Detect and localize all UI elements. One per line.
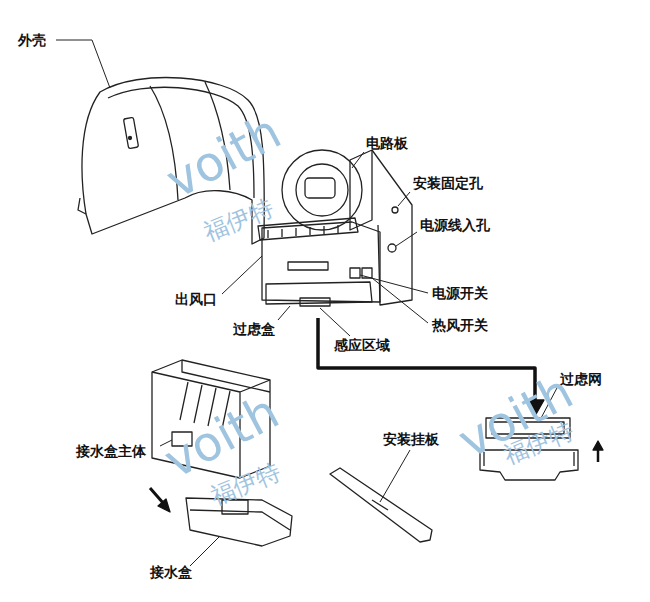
shell-foot (78, 198, 86, 214)
leader-line (56, 40, 110, 88)
mount-hole (392, 207, 398, 213)
part-label: 安装挂板 (383, 432, 439, 447)
leader-line (396, 232, 417, 246)
leader-line (360, 275, 428, 293)
watermark: voith (159, 106, 288, 205)
up-arrow-head (593, 441, 603, 450)
down-arrow (150, 488, 164, 504)
shell-window (123, 117, 138, 148)
main-body (262, 222, 380, 302)
leader-line (222, 256, 262, 294)
part-label: 外壳 (18, 33, 46, 48)
leader-line (380, 450, 410, 502)
leader-line (372, 278, 428, 323)
part-label: 出风口 (175, 292, 217, 307)
blower-inner (296, 164, 348, 216)
water-box-top (182, 360, 270, 392)
watermark: 福伊特 (201, 196, 277, 245)
water-box (186, 498, 292, 546)
part-label: 接水盒 (150, 565, 192, 580)
cable-hole (388, 244, 396, 252)
mounting-plate (372, 150, 412, 305)
leader-line (190, 536, 220, 566)
leader-line (398, 192, 410, 206)
power-switch (350, 268, 360, 278)
part-label: 电源线入孔 (420, 218, 490, 233)
part-label: 电路板 (366, 136, 408, 151)
assembly-arrow (318, 318, 535, 402)
part-label: 接水盒主体 (76, 444, 146, 459)
filter-box (266, 282, 372, 304)
sensor-window (300, 298, 330, 306)
leader-line (320, 308, 350, 336)
shell-dot (129, 137, 132, 140)
water-box-rim (190, 510, 290, 530)
air-outlet (258, 218, 358, 240)
part-label: 感应区域 (334, 338, 390, 353)
part-label: 安装固定孔 (413, 176, 483, 191)
leader-line (352, 152, 364, 168)
panel-slot (288, 262, 328, 270)
blower-outlet (305, 178, 335, 198)
part-label: 电源开关 (432, 286, 488, 301)
leader-line (278, 306, 290, 320)
part-label: 热风开关 (432, 318, 488, 333)
part-label: 过虑盒 (233, 322, 275, 337)
watermark: 福伊特 (208, 460, 284, 509)
outlet-slots (268, 225, 338, 238)
down-arrow-head (158, 499, 170, 512)
hanging-plate (330, 468, 432, 542)
leader-lines (56, 40, 558, 566)
